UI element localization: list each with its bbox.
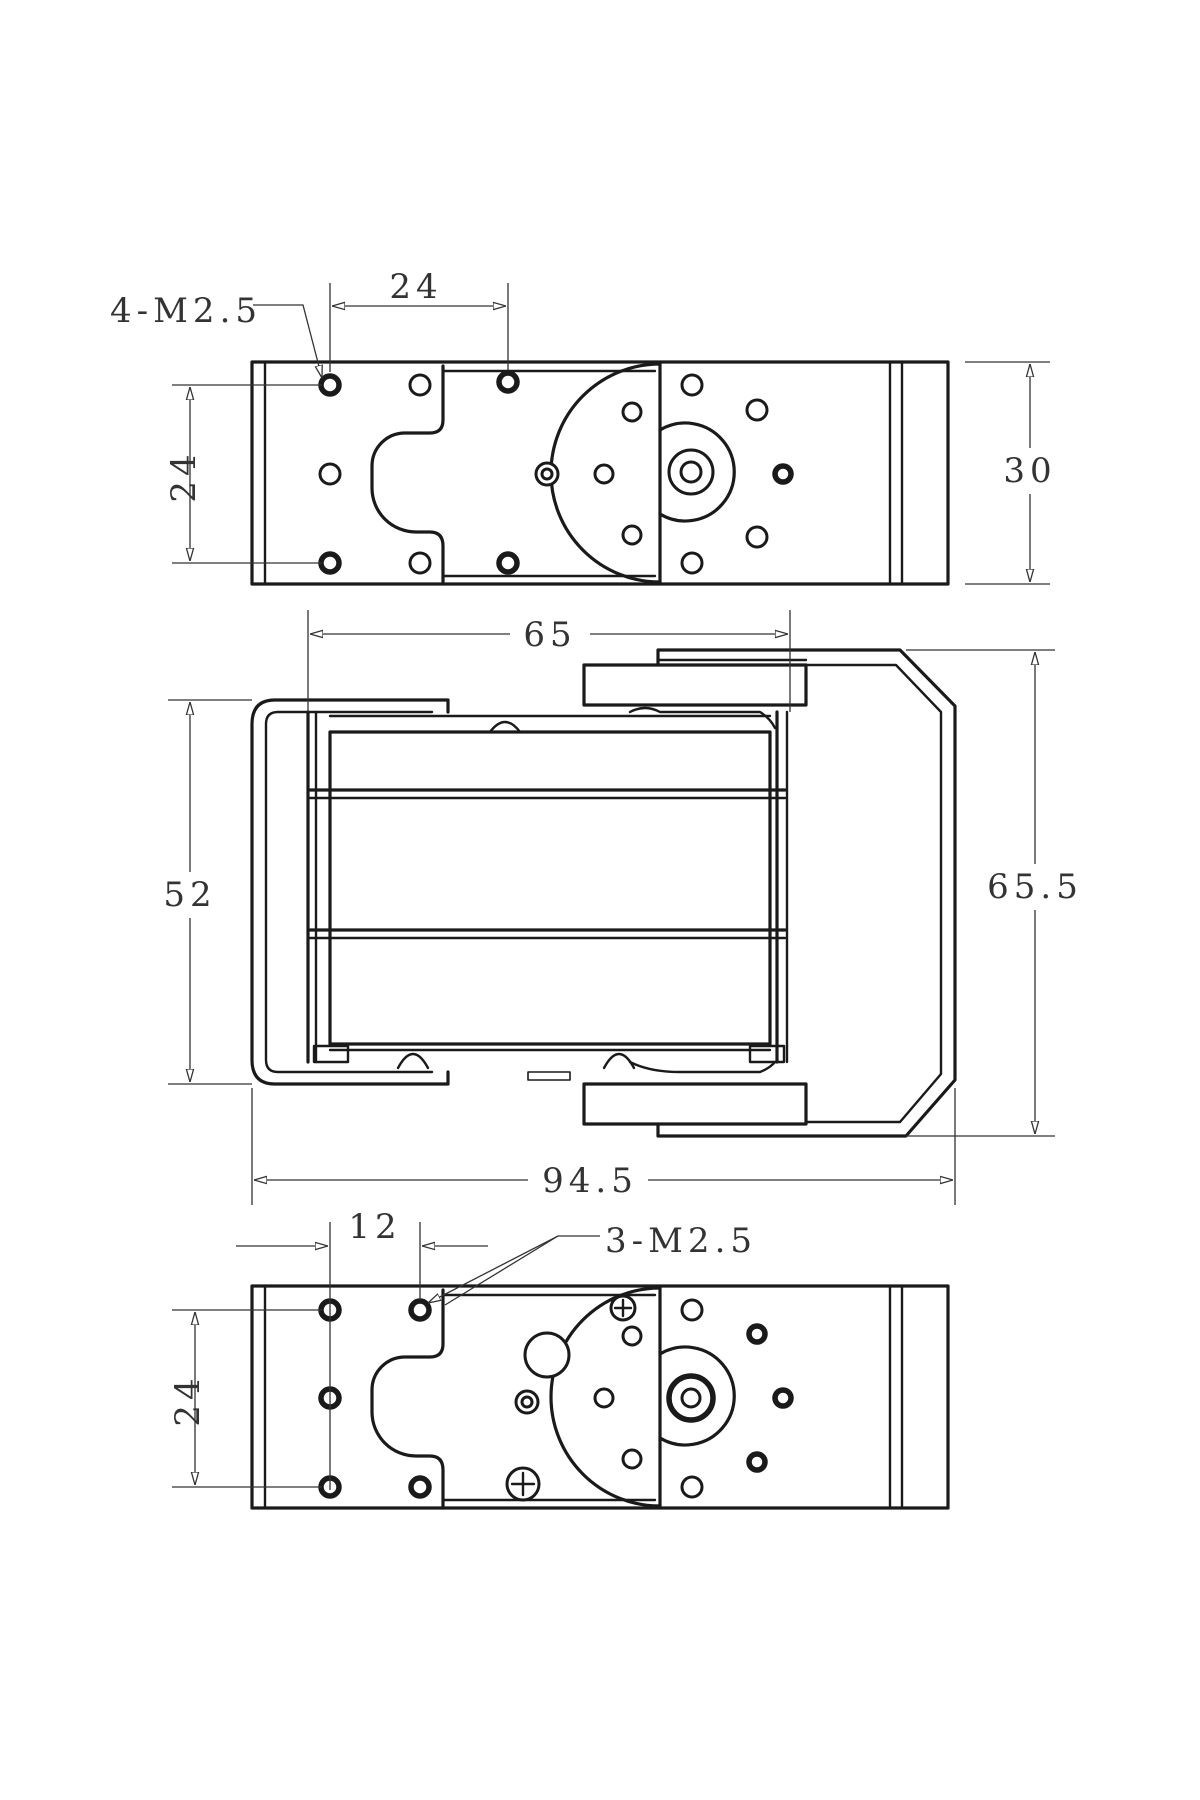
dim-top-hole-spacing-v: 24: [164, 449, 204, 502]
side-view-right-bracket: [656, 648, 957, 1138]
top-view-hole: [621, 401, 643, 423]
bottom-view-screw: [505, 1466, 541, 1502]
bottom-view-m25-hole: [408, 1475, 432, 1499]
dim-body-height-side: 52: [163, 875, 216, 915]
side-view-servo-body: [328, 730, 772, 1046]
top-view-hole: [318, 462, 342, 486]
side-view-gear-bottom: [628, 1060, 777, 1074]
bottom-view-shaft-ring: [658, 1345, 736, 1447]
dim-bottom-hole-spacing-v: 24: [168, 1373, 208, 1426]
dim-52-gap: [160, 872, 220, 918]
bottom-view-left-plate: [370, 1288, 445, 1510]
side-view: 65 52 65.5 94.5: [160, 610, 1085, 1205]
top-view-hole: [408, 373, 432, 397]
bottom-view-thread-callout: 3-M2.5: [605, 1221, 757, 1261]
bottom-view-hole: [593, 1387, 615, 1409]
top-view-hole: [745, 525, 769, 549]
side-view-gear-top: [628, 706, 777, 730]
bottom-view-hole: [680, 1298, 704, 1322]
side-view-left-bracket: [250, 698, 450, 1086]
top-view-m25-hole: [318, 551, 342, 575]
bottom-view-hole: [621, 1325, 643, 1347]
top-view-hole: [680, 373, 704, 397]
dim-overall-length: 94.5: [542, 1161, 638, 1201]
top-view-center-hole-inner: [540, 467, 554, 481]
dim-65-gap: [510, 612, 590, 652]
dim-945-gap: [528, 1158, 648, 1202]
top-view-m25-hole: [318, 373, 342, 397]
top-view-thread-callout: 4-M2.5: [110, 291, 262, 331]
side-view-foot-left: [312, 1044, 350, 1064]
bottom-view-hole: [680, 1475, 704, 1499]
dim-body-length: 65: [523, 615, 576, 655]
dim-655-gap: [985, 864, 1085, 910]
bottom-view-hole: [746, 1451, 768, 1473]
bottom-view-round-boss: [523, 1331, 571, 1379]
top-view-hole: [621, 524, 643, 546]
side-view-notch-top: [488, 720, 522, 734]
side-view-foot-right: [748, 1044, 786, 1064]
top-view-shaft-inner: [679, 460, 703, 484]
top-view-left-plate: [370, 364, 445, 586]
bottom-view-hole: [621, 1448, 643, 1470]
side-view-left-bracket-inner: [264, 710, 434, 1074]
top-view-hole: [772, 463, 794, 485]
dim-bracket-height: 65.5: [987, 867, 1083, 907]
bottom-view-shaft-inner: [680, 1387, 702, 1409]
bottom-view-hole: [746, 1323, 768, 1345]
top-view-m25-hole: [496, 551, 520, 575]
bottom-view-m25-hole: [408, 1298, 432, 1322]
callout-4m25-leader: [253, 304, 322, 378]
side-view-notch-bottom-a: [396, 1052, 430, 1070]
bottom-view-screw: [609, 1294, 637, 1322]
side-view-horn-top: [582, 663, 808, 707]
callout-3m25-leader-b: [444, 1235, 559, 1306]
top-view-hole: [680, 551, 704, 575]
top-view: 24 4-M2.5 24 30: [110, 267, 1060, 586]
dim-body-height: 30: [1003, 451, 1056, 491]
bottom-view: 12 3-M2.5 24: [168, 1207, 950, 1510]
dim-30-gap: [1000, 448, 1060, 494]
bottom-view-horn-disc: [549, 1286, 662, 1508]
top-view-hole: [593, 463, 615, 485]
bottom-view-center-hole-inner: [520, 1395, 534, 1409]
top-view-shaft-ring: [658, 421, 736, 523]
bottom-view-frame: [250, 1284, 950, 1510]
top-view-m25-hole: [496, 370, 520, 394]
side-view-right-bracket-inner: [804, 663, 943, 1124]
side-view-cable-exit: [527, 1071, 571, 1081]
top-view-hole: [408, 551, 432, 575]
dim-top-hole-spacing-h: 24: [389, 267, 442, 307]
dim-bottom-hole-spacing-h: 12: [348, 1207, 401, 1247]
side-view-horn-bottom: [582, 1082, 808, 1126]
top-view-hole: [745, 398, 769, 422]
bottom-view-hole: [772, 1387, 794, 1409]
top-view-frame: [250, 360, 950, 586]
